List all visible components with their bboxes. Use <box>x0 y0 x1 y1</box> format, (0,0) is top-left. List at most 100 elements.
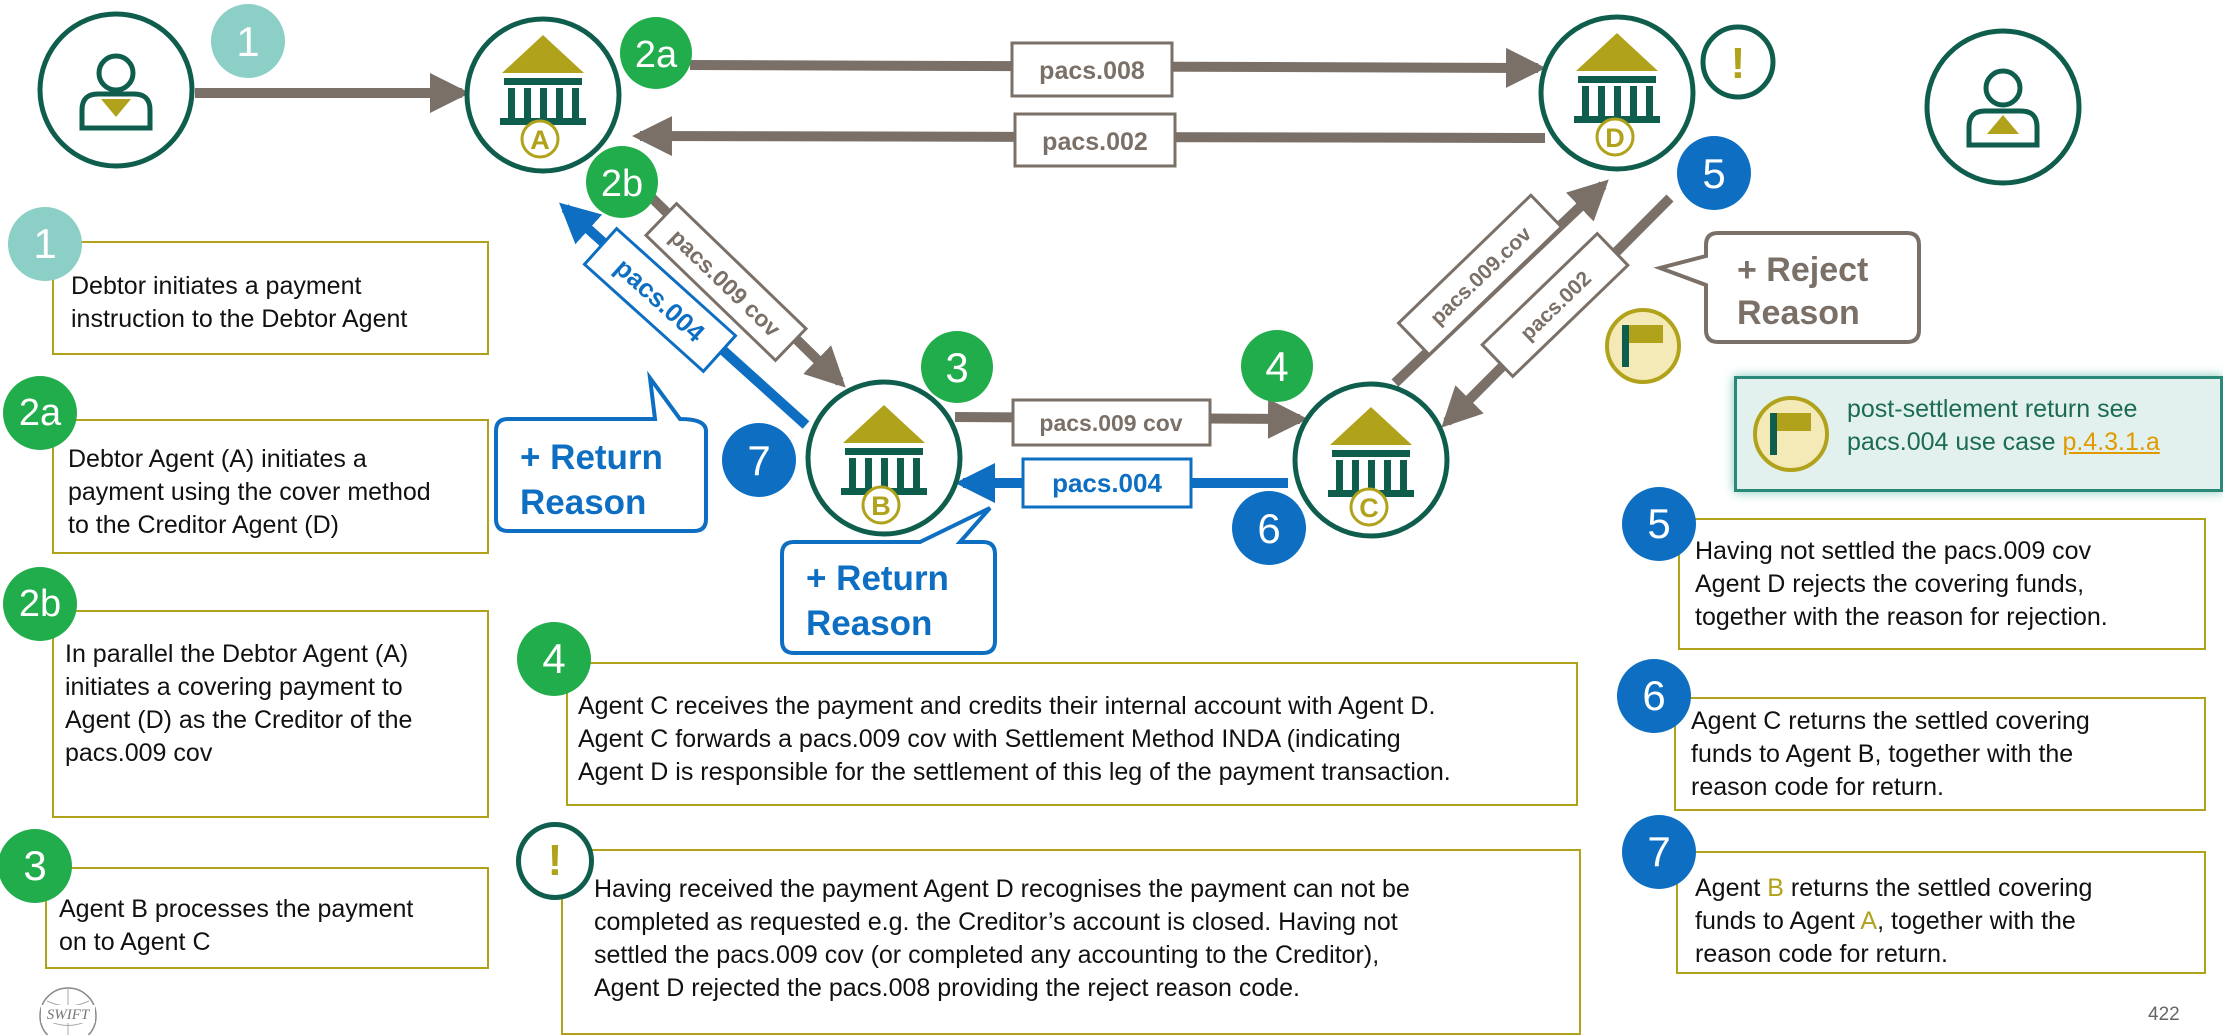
step-7-text: Agent <box>1695 874 1768 902</box>
step-7-agent-b: B <box>1767 874 1784 902</box>
step-3-badge: 3 <box>0 829 72 903</box>
diagram-badge-3: 3 <box>921 331 993 403</box>
step-2b-box: In parallel the Debtor Agent (A) initiat… <box>52 610 489 818</box>
step-5-badge: 5 <box>1622 487 1696 561</box>
step-2a-badge: 2a <box>3 376 77 450</box>
message-label-pacs002-top-text: pacs.002 <box>1042 128 1148 156</box>
step-1-line: Debtor initiates a payment <box>71 272 362 300</box>
step-2a-box: Debtor Agent (A) initiates a payment usi… <box>52 419 489 554</box>
step-2a-line: Debtor Agent (A) initiates a <box>68 445 367 473</box>
step-4-line: Agent C forwards a pacs.009 cov with Set… <box>578 725 1401 753</box>
debtor-node <box>37 11 195 169</box>
step-6-line: Agent C returns the settled covering <box>1691 707 2090 735</box>
agent-d-badge <box>1595 117 1635 157</box>
step-3-line: Agent B processes the payment <box>59 895 414 923</box>
step-2a-line: payment using the cover method <box>68 478 431 506</box>
agent-d-node: D <box>1538 14 1696 172</box>
step-alert-badge: ! <box>516 822 594 900</box>
agent-a-node: A <box>464 16 622 174</box>
callout-return-left-line1: + Return <box>520 438 663 477</box>
diagram-badge-2b: 2b <box>586 146 658 218</box>
step-4-line: Agent C receives the payment and credits… <box>578 692 1436 720</box>
step-alert-line: Agent D rejected the pacs.008 providing … <box>594 974 1300 1002</box>
post-settlement-legend: post-settlement return see pacs.004 use … <box>1734 376 2223 492</box>
diagram-badge-1-text: 1 <box>236 18 259 65</box>
step-4-badge: 4 <box>517 622 591 696</box>
agent-c-letter: C <box>1359 493 1379 523</box>
legend-line-2-text: pacs.004 use case <box>1847 428 2056 456</box>
agent-a-badge <box>520 119 560 159</box>
step-7-agent-a: A <box>1860 907 1878 935</box>
diagram-alert-text: ! <box>1731 39 1746 88</box>
step-6-line: funds to Agent B, together with the <box>1691 740 2074 768</box>
diagram-badge-3-text: 3 <box>945 344 968 391</box>
step-7-line-3: reason code for return. <box>1695 940 1948 968</box>
message-label-pacs004-mid-text: pacs.004 <box>1052 468 1162 498</box>
agent-b-node: B <box>805 379 963 537</box>
flag-icon <box>1605 308 1681 384</box>
diagram-badge-4: 4 <box>1241 330 1313 402</box>
diagram-badge-6-text: 6 <box>1257 505 1280 552</box>
step-1-badge: 1 <box>8 207 82 281</box>
agent-d-letter: D <box>1605 123 1625 153</box>
step-4-box: Agent C receives the payment and credits… <box>566 662 1578 806</box>
diagram-badge-2a-text: 2a <box>635 34 678 76</box>
step-7-box: Agent B returns the settled covering fun… <box>1676 851 2206 974</box>
page-number: 422 <box>2148 1004 2180 1025</box>
step-6-line: reason code for return. <box>1691 773 1944 801</box>
callout-reject-reason: + Reject Reason <box>1653 231 1921 344</box>
step-7-text: funds to Agent <box>1695 907 1861 935</box>
step-7-line-1: Agent B returns the settled covering <box>1695 872 2194 905</box>
diagram-alert-badge: ! <box>1700 24 1776 100</box>
message-label-pacs002-top: pacs.002 <box>1013 112 1177 168</box>
diagram-badge-2b-text: 2b <box>601 163 643 205</box>
callout-reject-line1: + Reject <box>1737 251 1868 289</box>
diagram-badge-7-text: 7 <box>747 437 770 484</box>
message-label-pacs008-text: pacs.008 <box>1039 57 1145 85</box>
step-alert-line: Having received the payment Agent D reco… <box>594 875 1410 903</box>
agent-b-badge <box>861 485 901 525</box>
step-2b-line: Agent (D) as the Creditor of the <box>65 706 413 734</box>
diagram-badge-4-text: 4 <box>1265 343 1288 390</box>
callout-reject-line2: Reason <box>1737 294 1860 332</box>
step-alert-line: settled the pacs.009 cov (or completed a… <box>594 941 1380 969</box>
step-alert-line: completed as requested e.g. the Creditor… <box>594 908 1398 936</box>
legend-text: post-settlement return see pacs.004 use … <box>1847 393 2160 459</box>
diagram-badge-2a: 2a <box>620 17 692 89</box>
step-2b-line: pacs.009 cov <box>65 739 213 767</box>
step-alert-box: Having received the payment Agent D reco… <box>561 849 1581 1035</box>
step-3-box: Agent B processes the payment on to Agen… <box>45 867 489 969</box>
agent-a-letter: A <box>530 125 550 155</box>
legend-page-link[interactable]: p.4.3.1.a <box>2062 428 2160 456</box>
diagram-badge-5: 5 <box>1677 136 1751 210</box>
step-6-box: Agent C returns the settled covering fun… <box>1674 697 2206 811</box>
legend-line-2: pacs.004 use case p.4.3.1.a <box>1847 426 2160 459</box>
step-2b-line: initiates a covering payment to <box>65 673 403 701</box>
step-5-line: together with the reason for rejection. <box>1695 603 2108 631</box>
diagram-badge-7: 7 <box>722 423 796 497</box>
step-3-line: on to Agent C <box>59 928 211 956</box>
step-5-box: Having not settled the pacs.009 cov Agen… <box>1678 518 2206 650</box>
agent-c-node: C <box>1292 381 1450 539</box>
step-5-line: Having not settled the pacs.009 cov <box>1695 537 2092 565</box>
debtor-person-icon <box>79 53 153 131</box>
swift-logo-text: SWIFT <box>47 1007 91 1023</box>
diagram-badge-1: 1 <box>211 4 285 78</box>
step-7-line-2: funds to Agent A, together with the <box>1695 905 2194 938</box>
step-1-box: Debtor initiates a payment instruction t… <box>52 241 489 355</box>
message-label-pacs004-mid: pacs.004 <box>1021 457 1193 509</box>
agent-c-badge <box>1349 487 1389 527</box>
agent-b-letter: B <box>871 491 891 521</box>
step-7-text: , together with the <box>1877 907 2076 935</box>
step-4-line: Agent D is responsible for the settlemen… <box>578 758 1451 786</box>
callout-return-left-line2: Reason <box>520 483 646 522</box>
message-label-pacs009cov-mid: pacs.009 cov <box>1011 398 1212 447</box>
step-2b-line: In parallel the Debtor Agent (A) <box>65 640 409 668</box>
step-7-text: returns the settled covering <box>1783 874 2093 902</box>
diagram-badge-6: 6 <box>1232 491 1306 565</box>
callout-return-mid-line1: + Return <box>806 559 949 598</box>
step-5-line: Agent D rejects the covering funds, <box>1695 570 2085 598</box>
swift-logo: SWIFT <box>39 987 97 1035</box>
legend-line-1: post-settlement return see <box>1847 395 2138 423</box>
